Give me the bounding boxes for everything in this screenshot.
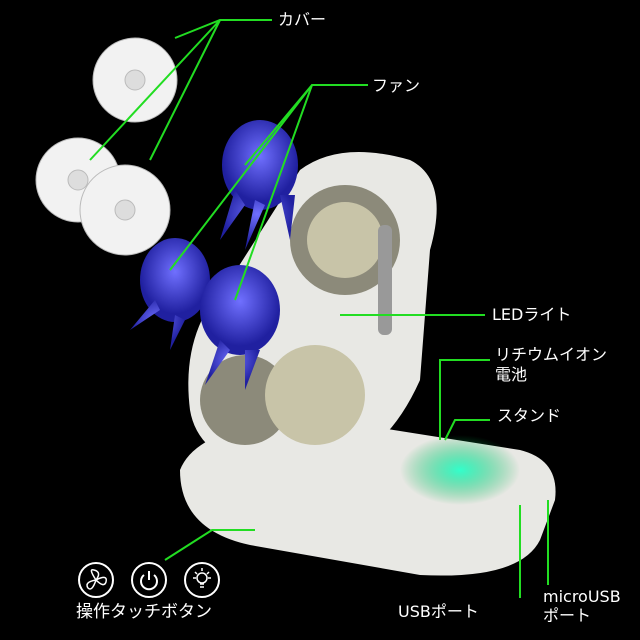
covers [35,37,178,256]
leader-lines [89,19,549,598]
label-stand: スタンド [497,406,562,425]
label-touch-buttons: 操作タッチボタン [76,602,212,622]
microusb-line1: microUSB [543,587,621,606]
stand-glow [400,435,520,505]
microusb-line2: ポート [543,606,592,625]
battery-line1: リチウムイオン [495,345,608,364]
label-cover: カバー [278,10,327,29]
fan-blades [130,120,298,390]
label-battery: リチウムイオン電池 [495,345,607,385]
led-strip [378,225,392,335]
power-icon [131,562,167,598]
label-usb-port: USBポート [398,602,479,621]
label-led-light: LEDライト [492,305,572,324]
label-fan: ファン [372,76,421,95]
battery-line2: 電池 [495,365,528,384]
fan-icon [78,562,114,598]
light-bulb-icon [184,562,220,598]
